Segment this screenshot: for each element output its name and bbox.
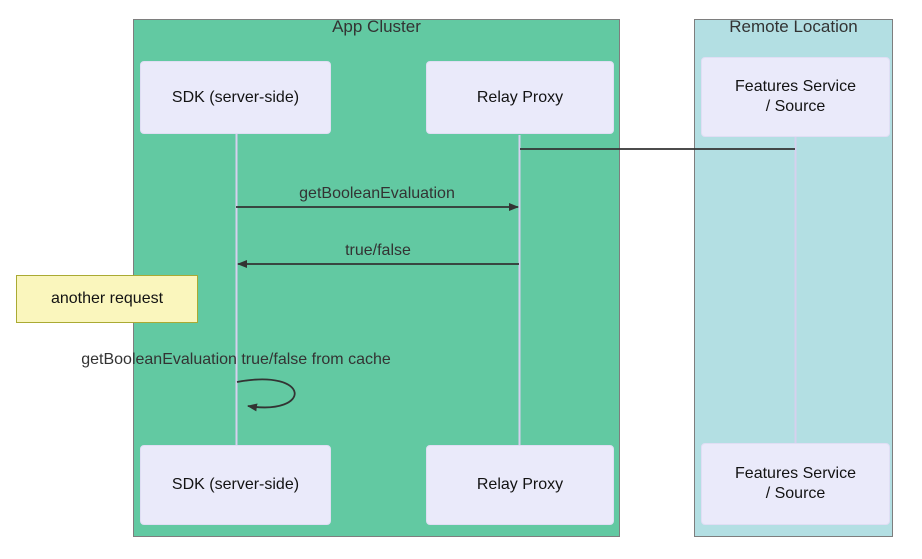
app-cluster-title: App Cluster — [332, 17, 421, 36]
message-label-get-boolean-evaluation: getBooleanEvaluation — [299, 185, 455, 202]
actor-relay-proxy-top: Relay Proxy — [426, 61, 614, 134]
actor-sdk-bottom: SDK (server-side) — [140, 445, 331, 525]
message-label-true-false: true/false — [345, 242, 411, 259]
actor-features-service-top: Features Service / Source — [701, 57, 890, 137]
note-another-request: another request — [16, 275, 198, 323]
remote-location-title: Remote Location — [729, 17, 858, 36]
actor-relay-proxy-bottom: Relay Proxy — [426, 445, 614, 525]
actor-features-service-bottom: Features Service / Source — [701, 443, 890, 525]
actor-sdk-top: SDK (server-side) — [140, 61, 331, 134]
note-label: another request — [50, 290, 164, 307]
message-label-cache-self-call: getBooleanEvaluation true/false from cac… — [81, 351, 391, 368]
